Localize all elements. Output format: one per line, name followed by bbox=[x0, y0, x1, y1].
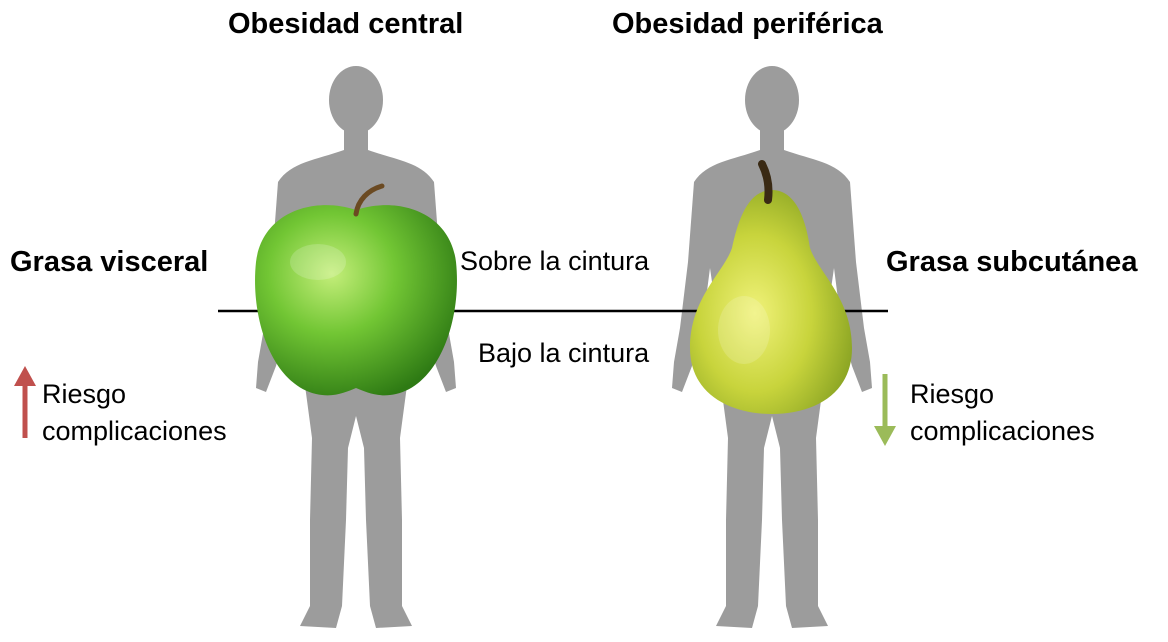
up-arrow-icon bbox=[14, 366, 36, 438]
left-risk-line2: complicaciones bbox=[42, 413, 227, 450]
below-waist-label: Bajo la cintura bbox=[478, 338, 649, 369]
left-risk-line1: Riesgo bbox=[42, 376, 227, 413]
left-risk-text: Riesgo complicaciones bbox=[42, 376, 227, 450]
subcutaneous-fat-label: Grasa subcutánea bbox=[886, 246, 1137, 279]
right-title: Obesidad periférica bbox=[612, 8, 883, 41]
above-waist-label: Sobre la cintura bbox=[460, 246, 649, 277]
right-risk-line2: complicaciones bbox=[910, 413, 1095, 450]
apple-icon bbox=[255, 186, 457, 395]
down-arrow-icon bbox=[874, 374, 896, 446]
right-risk-text: Riesgo complicaciones bbox=[910, 376, 1095, 450]
left-title: Obesidad central bbox=[228, 8, 463, 41]
visceral-fat-label: Grasa visceral bbox=[10, 246, 208, 279]
right-risk-line1: Riesgo bbox=[910, 376, 1095, 413]
